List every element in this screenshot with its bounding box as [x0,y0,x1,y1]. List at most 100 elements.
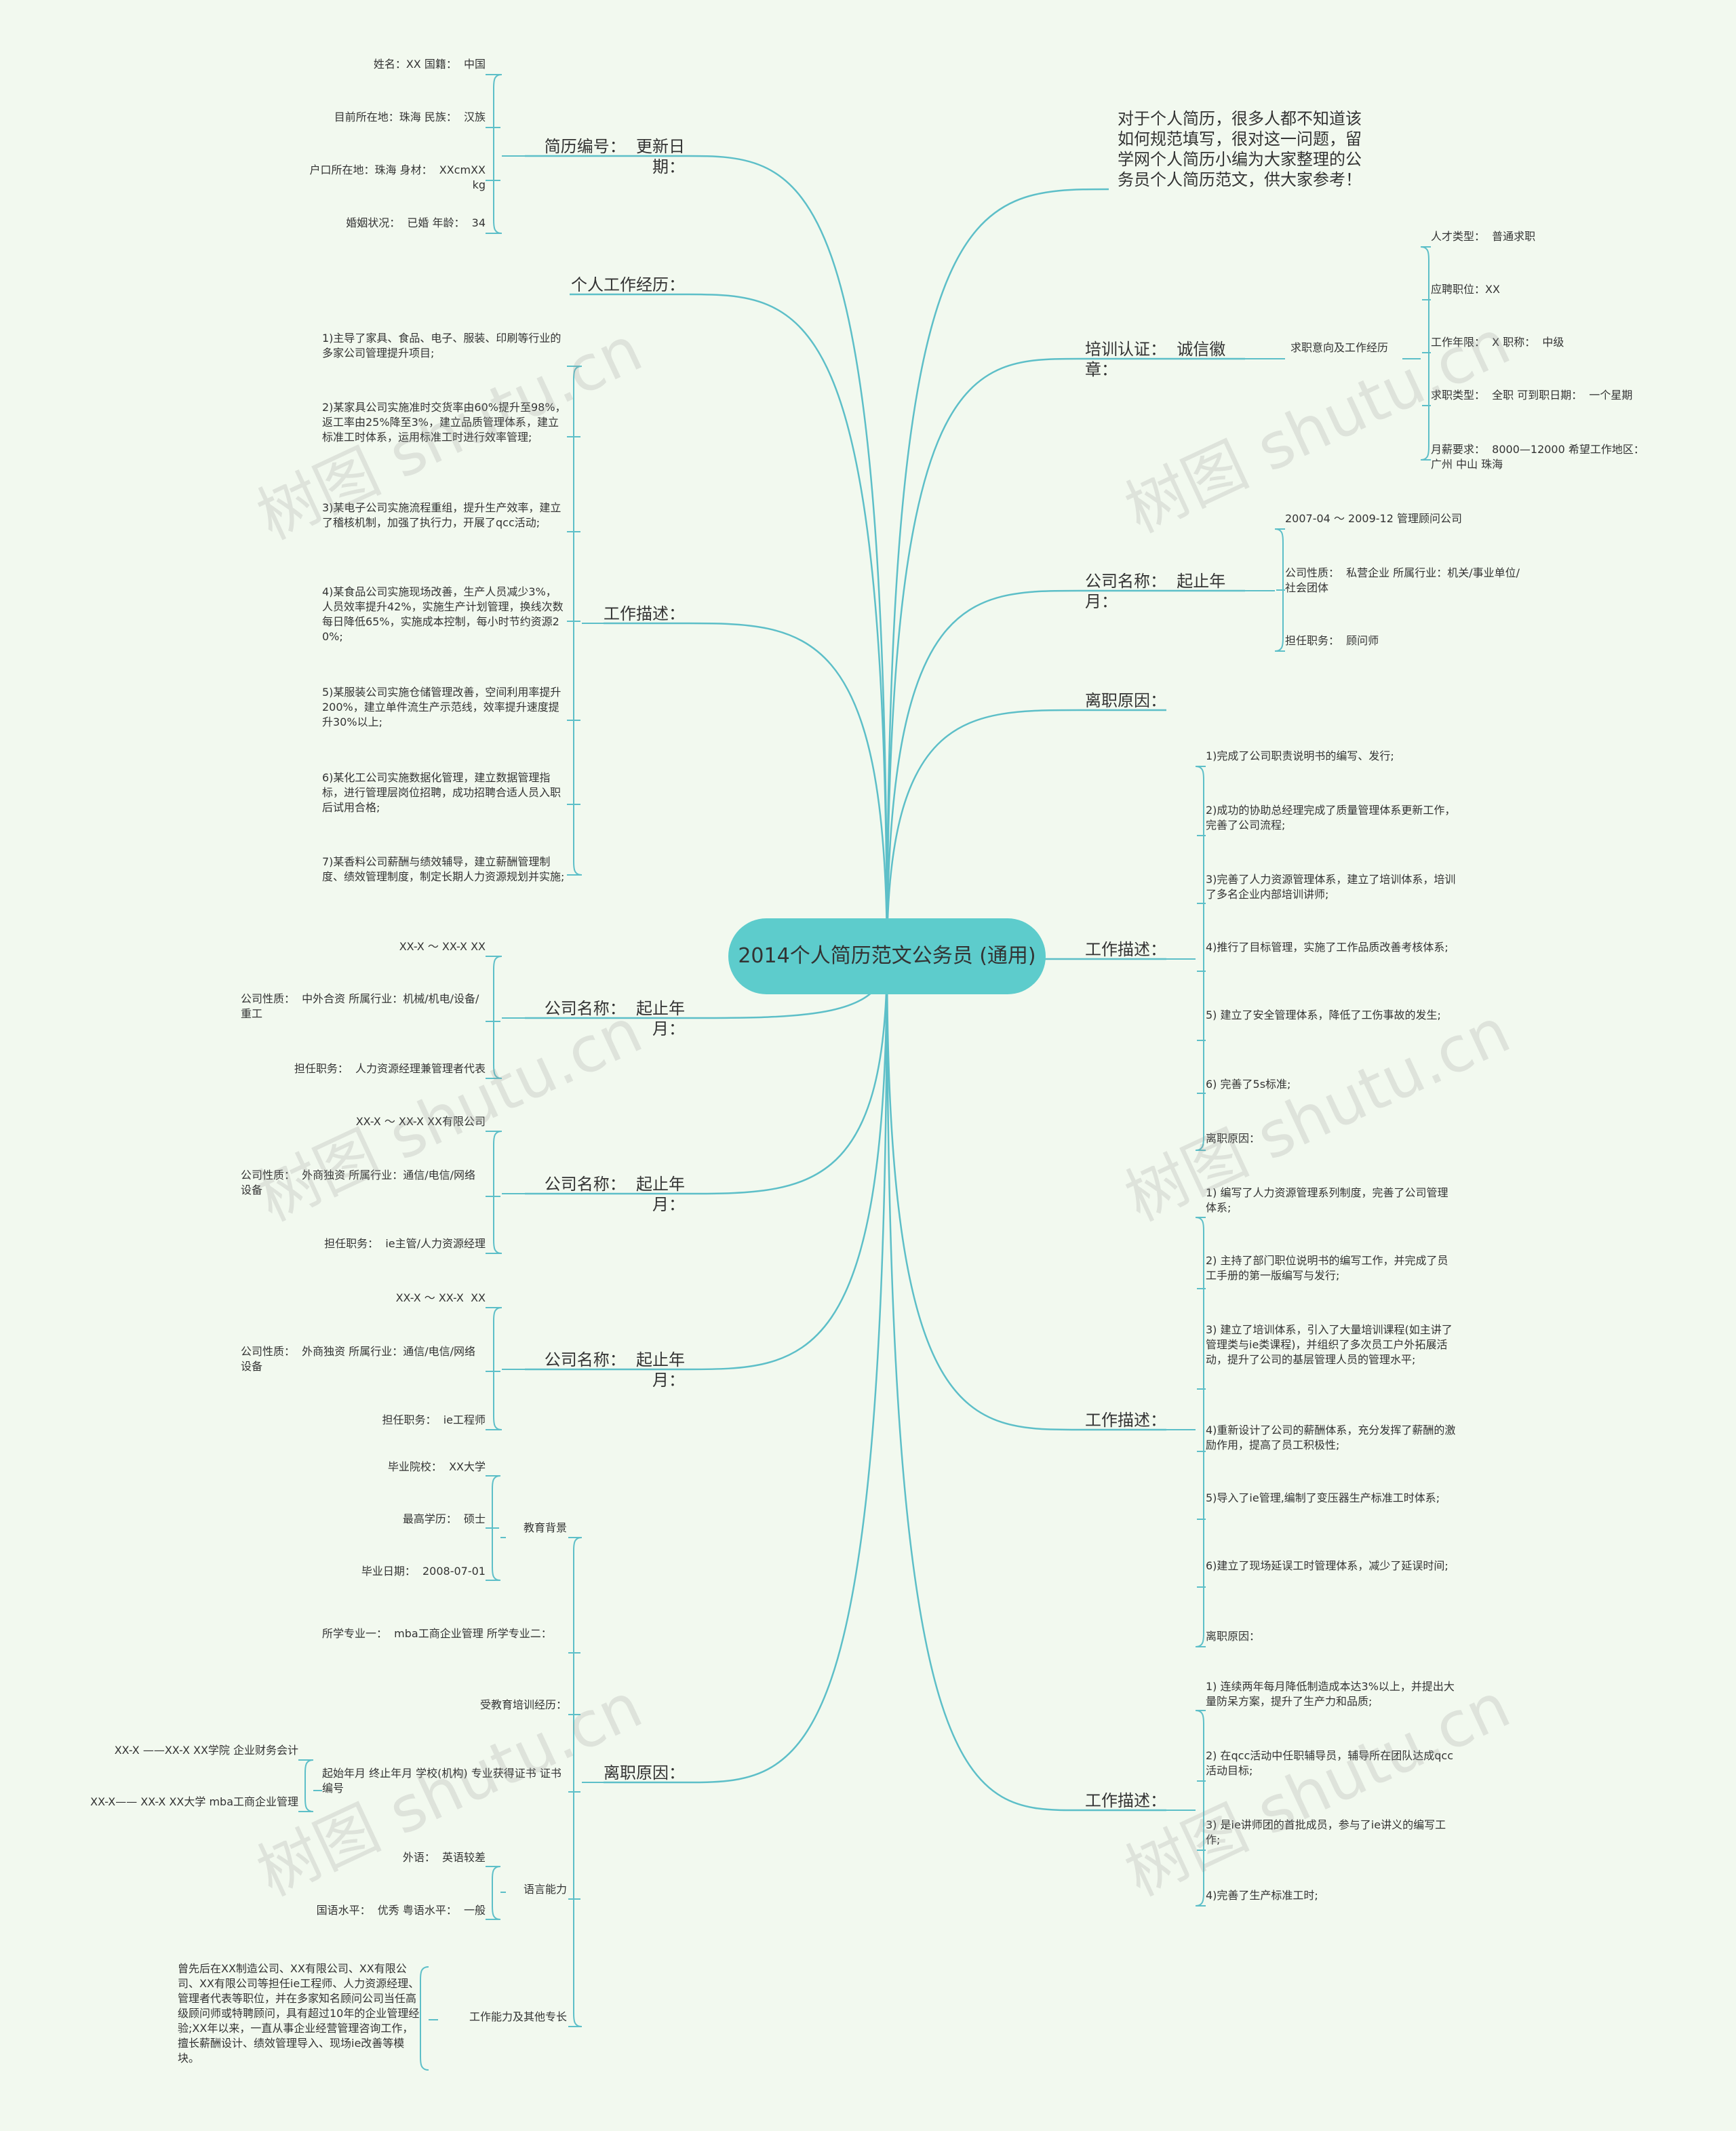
leaf[interactable]: 4)推行了目标管理，实施了工作品质改善考核体系; [1206,941,1448,954]
leaf[interactable]: 担任职务： 人力资源经理兼管理者代表 [294,1062,486,1075]
branch-left-4[interactable]: 公司名称： 起止年月： [544,1175,685,1214]
leaf[interactable]: 2)某家具公司实施准时交货率由60%提升至98%，返工率由25%降至3%，建立品… [322,401,566,444]
leaf[interactable]: 求职类型： 全职 可到职日期： 一个星期 [1431,389,1633,402]
leaf[interactable]: XX-X—— XX-X XX大学 mba工商企业管理 [90,1795,298,1808]
leaf[interactable]: 6)某化工公司实施数据化管理，建立数据管理指标，进行管理层岗位招聘，成功招聘合适… [322,771,561,814]
leaf[interactable]: 1)完成了公司职责说明书的编写、发行; [1206,749,1394,762]
connector [573,1537,583,2027]
leaf[interactable]: 4)某食品公司实施现场改善，生产人员减少3%，人员效率提升42%，实施生产计划管… [322,585,564,643]
leaf[interactable]: XX-X ～ XX-X XX [395,1291,486,1304]
leaf[interactable]: 最高学历： 硕士 [402,1512,486,1525]
leaf[interactable]: 公司性质： 外商独资 所属行业：通信/电信/网络设备 [241,1169,476,1196]
leaf[interactable]: 5)某服装公司实施仓储管理改善，空间利用率提升200%，建立单件流生产示范线，效… [322,686,561,728]
connector [684,622,888,957]
branch-right-4[interactable]: 工作描述： [1085,940,1166,959]
connector [684,956,888,1195]
leaf[interactable]: 6) 完善了5s标准; [1206,1078,1291,1091]
connector [684,956,888,1784]
connector [493,956,502,1079]
leaf[interactable]: XX-X ～ XX-X XX [399,940,486,953]
leaf[interactable]: 担任职务： 顾问师 [1285,634,1379,647]
connector [1195,1710,1204,1907]
branch-left-5[interactable]: 公司名称： 起止年月： [544,1350,685,1390]
intro-text[interactable]: 对于个人简历，很多人都不知道该如何规范填写，很对这一问题，留学网个人简历小编为大… [1118,109,1362,189]
sub-branch[interactable]: 语言能力 [523,1883,567,1896]
leaf[interactable]: 月薪要求： 8000—12000 希望工作地区： 广州 中山 珠海 [1431,443,1652,471]
leaf[interactable]: XX-X ——XX-X XX学院 企业财务会计 [114,1744,298,1757]
leaf[interactable]: 户口所在地：珠海 身材： XXcmXXkg [309,163,486,191]
sub-branch[interactable]: 受教育培训经历： [479,1698,567,1711]
sub-branch[interactable]: 教育背景 [523,1521,567,1534]
connector [886,956,1079,1431]
connector [886,188,1109,957]
leaf[interactable]: 婚姻状况： 已婚 年龄： 34 [346,216,486,229]
leaf[interactable]: 2) 主持了部门职位说明书的编写工作，并完成了员工手册的第一版编写与发行; [1206,1254,1448,1282]
connector [304,1759,314,1812]
leaf[interactable]: 3)完善了人力资源管理体系，建立了培训体系，培训了多名企业内部培训讲师; [1206,873,1456,901]
leaf[interactable]: 3) 建立了培训体系，引入了大量培训课程(如主讲了管理类与ie类课程)，并组织了… [1206,1323,1453,1366]
leaf[interactable]: 2) 在qcc活动中任职辅导员，辅导所在团队达成qcc活动目标; [1206,1749,1454,1777]
leaf[interactable]: 6)建立了现场延误工时管理体系，减少了延误时间; [1206,1559,1448,1572]
leaf[interactable]: 毕业院校： XX大学 [387,1460,486,1473]
connector [886,956,1079,1812]
leaf[interactable]: 4)重新设计了公司的薪酬体系，充分发挥了薪酬的激励作用，提高了员工积极性; [1206,1424,1456,1451]
branch-left-2[interactable]: 工作描述： [604,604,685,623]
connector [1195,766,1204,1151]
leaf[interactable]: 毕业日期： 2008-07-01 [361,1565,486,1578]
connector [420,1966,429,2071]
leaf[interactable]: 5)导入了ie管理,编制了变压器生产标准工时体系; [1206,1491,1440,1504]
leaf[interactable]: XX-X ～ XX-X XX有限公司 [355,1115,486,1128]
leaf[interactable]: 1) 连续两年每月降低制造成本达3%以上，并提出大量防呆方案，提升了生产力和品质… [1206,1680,1455,1708]
branch-right-6[interactable]: 工作描述： [1085,1791,1166,1810]
leaf[interactable]: 工作年限： X 职称： 中级 [1431,336,1564,349]
connector [886,357,1079,957]
leaf[interactable]: 目前所在地：珠海 民族： 汉族 [334,111,486,123]
leaf[interactable]: 1)主导了家具、食品、电子、服装、印刷等行业的多家公司管理提升项目; [322,332,561,359]
branch-left-3[interactable]: 公司名称： 起止年月： [544,999,685,1038]
connector [493,1307,502,1430]
sub-branch[interactable]: 所学专业一： mba工商企业管理 所学专业二： [322,1627,552,1640]
connector [886,589,1079,957]
connector [493,1131,502,1254]
branch-left-1[interactable]: 个人工作经历： [571,275,685,294]
branch-left-0[interactable]: 简历编号： 更新日期： [544,137,685,176]
leaf[interactable]: 4)完善了生产标准工时; [1206,1889,1318,1902]
leaf[interactable]: 7)某香料公司薪酬与绩效辅导，建立薪酬管理制度、绩效管理制度，制定长期人力资源规… [322,855,565,883]
connector [684,293,888,957]
leaf[interactable]: 应聘职位：XX [1431,283,1500,296]
leaf[interactable]: 人才类型： 普通求职 [1431,230,1536,243]
sub-branch[interactable]: 工作能力及其他专长 [469,2010,567,2023]
leaf[interactable]: 2007-04 ～ 2009-12 管理顾问公司 [1285,512,1462,525]
connector [684,956,888,1371]
branch-right-5[interactable]: 工作描述： [1085,1411,1166,1430]
connector [1195,1217,1204,1647]
connector [684,155,888,957]
leaf[interactable]: 3)某电子公司实施流程重组，提升生产效率，建立了稽核机制，加强了执行力，开展了q… [322,501,561,529]
leaf[interactable]: 外语： 英语较差 [402,1851,486,1864]
leaf[interactable]: 担任职务： ie主管/人力资源经理 [324,1237,486,1250]
leaf[interactable]: 公司性质： 私营企业 所属行业：机关/事业单位/社会团体 [1285,566,1520,594]
connector [493,74,502,234]
branch-right-1[interactable]: 培训认证： 诚信徽章： [1085,340,1226,379]
connector [492,1866,501,1920]
leaf[interactable]: 公司性质： 外商独资 所属行业：通信/电信/网络设备 [241,1345,476,1373]
leaf[interactable]: 3) 是ie讲师团的首批成员，参与了ie讲义的编写工作; [1206,1818,1446,1846]
leaf[interactable]: 姓名：XX 国籍： 中国 [373,58,486,71]
branch-right-2[interactable]: 公司名称： 起止年月： [1085,572,1226,611]
root-topic[interactable]: 2014个人简历范文公务员 (通用) [728,918,1046,994]
branch-right-3[interactable]: 离职原因： [1085,691,1166,710]
sub-branch[interactable]: 起始年月 终止年月 学校(机构) 专业获得证书 证书编号 [322,1767,561,1795]
connector [886,709,1079,957]
leaf[interactable]: 曾先后在XX制造公司、XX有限公司、XX有限公司、XX有限公司等担任ie工程师、… [178,1962,420,2065]
leaf[interactable]: 1) 编写了人力资源管理系列制度，完善了公司管理体系; [1206,1186,1448,1214]
leaf[interactable]: 担任职务： ie工程师 [382,1413,486,1426]
leaf[interactable]: 离职原因： [1206,1132,1261,1145]
leaf[interactable]: 5) 建立了安全管理体系，降低了工伤事故的发生; [1206,1009,1441,1021]
leaf[interactable]: 公司性质： 中外合资 所属行业：机械/机电/设备/重工 [241,992,479,1020]
sub-branch[interactable]: 求职意向及工作经历 [1290,341,1389,354]
leaf[interactable]: 国语水平： 优秀 粤语水平： 一般 [316,1904,486,1917]
branch-left-6[interactable]: 离职原因： [604,1763,685,1782]
leaf[interactable]: 离职原因： [1206,1630,1261,1643]
leaf[interactable]: 2)成功的协助总经理完成了质量管理体系更新工作，完善了公司流程; [1206,804,1456,832]
